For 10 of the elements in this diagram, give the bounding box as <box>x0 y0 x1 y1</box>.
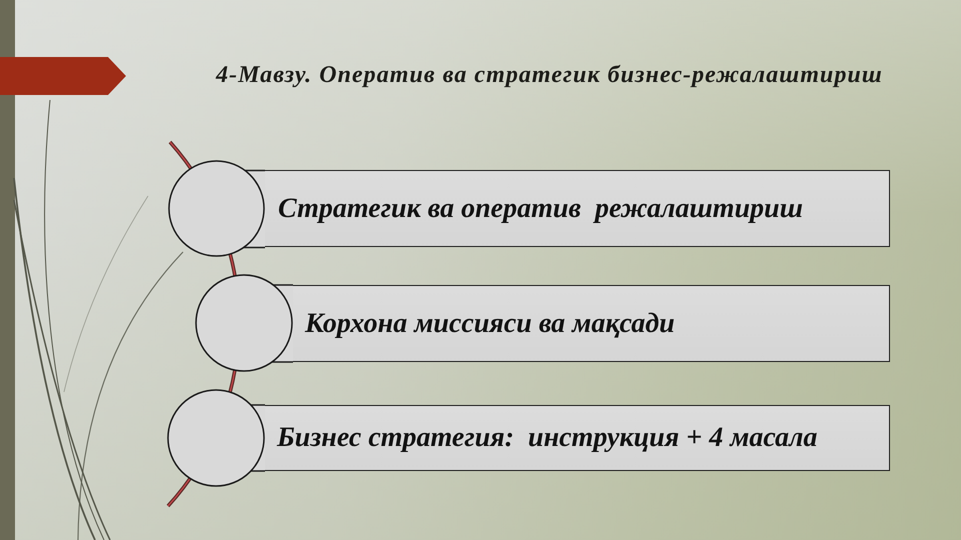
circle-marker <box>168 160 264 256</box>
circle-marker <box>195 274 293 372</box>
item-text: Корхона миссияси ва мақсади <box>305 306 676 340</box>
item-text: Бизнес стратегия: инструкция + 4 масала <box>277 421 818 455</box>
list-item-bar <box>292 285 890 362</box>
list-item-bar <box>264 170 890 247</box>
slide-title: 4-Мавзу. Оператив ва стратегик бизнес-режалаштириш <box>216 61 883 90</box>
list-item-bar <box>264 405 890 471</box>
item-text: Стратегик ва оператив режалаштириш <box>278 192 804 226</box>
circle-marker <box>167 389 265 487</box>
